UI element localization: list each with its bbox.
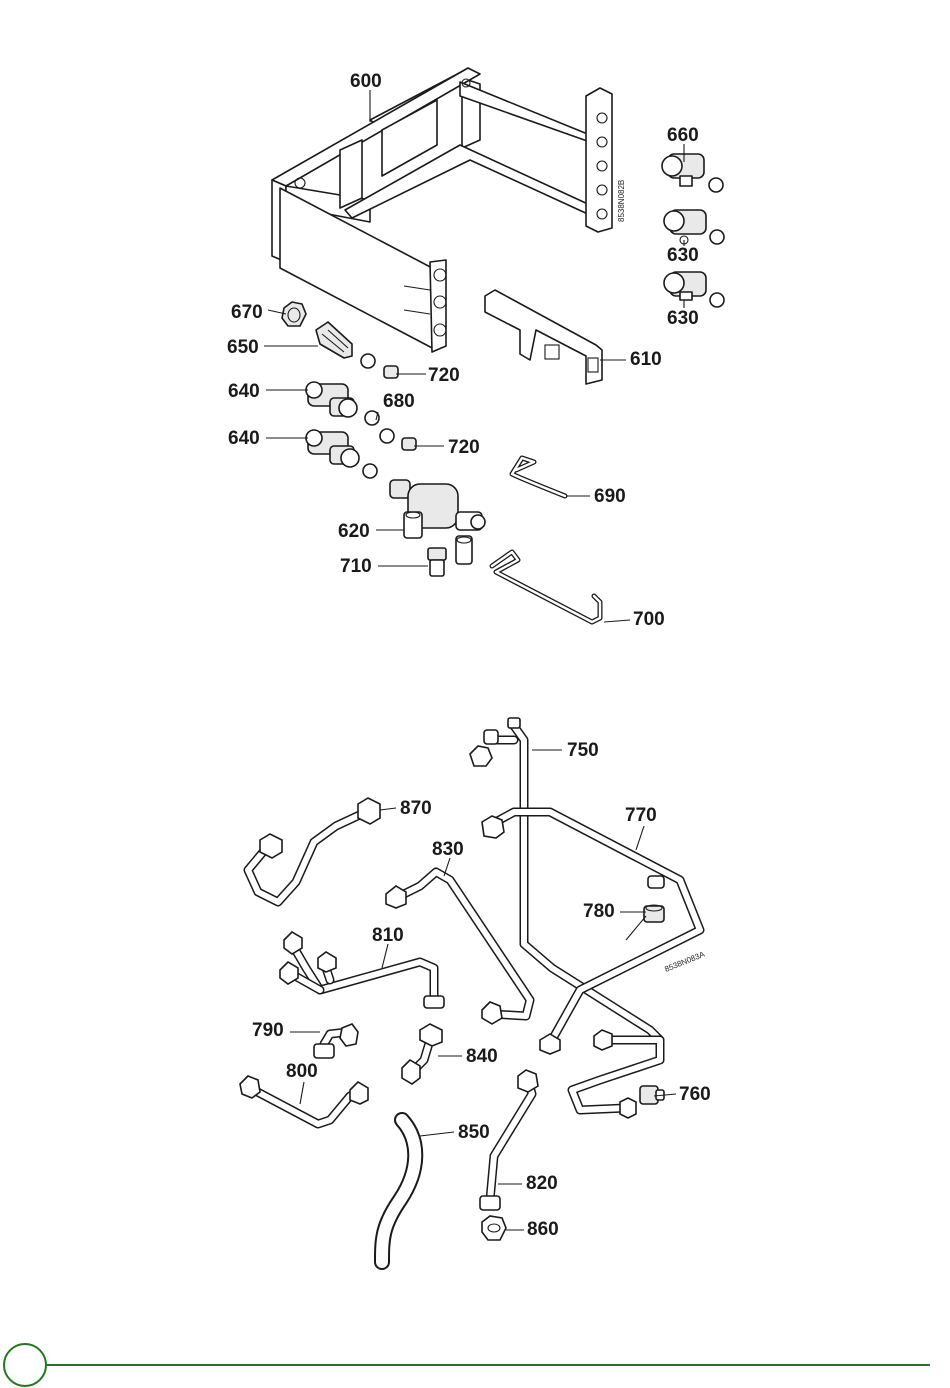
label-860: 860 — [527, 1219, 559, 1240]
fitting-650 — [316, 322, 352, 358]
plug-720-a — [384, 366, 398, 378]
label-630: 630 — [667, 308, 699, 329]
label-870: 870 — [400, 798, 432, 819]
valve-630-a — [664, 210, 724, 244]
pipe-760-run — [572, 1030, 660, 1118]
drawing-code-top: 8538N082B — [617, 180, 626, 222]
label-790: 790 — [252, 1020, 284, 1041]
wall-rail-bracket — [586, 88, 612, 232]
label-610: 610 — [630, 349, 662, 370]
pipe-870 — [248, 798, 380, 902]
page-footer — [4, 1344, 930, 1386]
nut-860 — [482, 1216, 506, 1240]
label-630: 630 — [667, 245, 699, 266]
leader-lines-top — [264, 90, 684, 622]
label-650: 650 — [227, 337, 259, 358]
valve-660 — [662, 154, 723, 192]
label-700: 700 — [633, 609, 665, 630]
label-600: 600 — [350, 71, 382, 92]
bracket-610 — [485, 290, 602, 384]
pipe-750 — [470, 718, 660, 1040]
hose-850 — [382, 1120, 415, 1262]
label-780: 780 — [583, 901, 615, 922]
label-810: 810 — [372, 925, 404, 946]
label-840: 840 — [466, 1046, 498, 1067]
label-620: 620 — [338, 521, 370, 542]
clip-690 — [512, 458, 565, 496]
label-770: 770 — [625, 805, 657, 826]
valve-640-a — [306, 382, 357, 417]
washer — [363, 464, 377, 478]
label-660: 660 — [667, 125, 699, 146]
washer — [361, 354, 375, 368]
label-760: 760 — [679, 1084, 711, 1105]
elbow-840 — [402, 1024, 442, 1084]
valve-640-b — [306, 430, 359, 467]
pipe-810 — [280, 932, 444, 1008]
drawing-code-bottom: 8538N083A — [663, 949, 706, 973]
label-690: 690 — [594, 486, 626, 507]
plug-780 — [644, 905, 664, 922]
elbow-790 — [314, 1024, 358, 1058]
label-640: 640 — [228, 428, 260, 449]
washer — [380, 429, 394, 443]
label-640: 640 — [228, 381, 260, 402]
clip-700 — [492, 552, 600, 622]
label-720: 720 — [428, 365, 460, 386]
plug-720-b — [402, 438, 416, 450]
label-720: 720 — [448, 437, 480, 458]
valve-630-b — [664, 272, 724, 307]
label-830: 830 — [432, 839, 464, 860]
label-820: 820 — [526, 1173, 558, 1194]
label-850: 850 — [458, 1122, 490, 1143]
mounting-frame-600 — [272, 68, 590, 352]
label-680: 680 — [383, 391, 415, 412]
label-670: 670 — [231, 302, 263, 323]
page-number-circle — [4, 1344, 46, 1386]
pipe-830 — [386, 872, 530, 1024]
label-750: 750 — [567, 740, 599, 761]
label-710: 710 — [340, 556, 372, 577]
nut-710 — [428, 548, 446, 576]
label-800: 800 — [286, 1061, 318, 1082]
